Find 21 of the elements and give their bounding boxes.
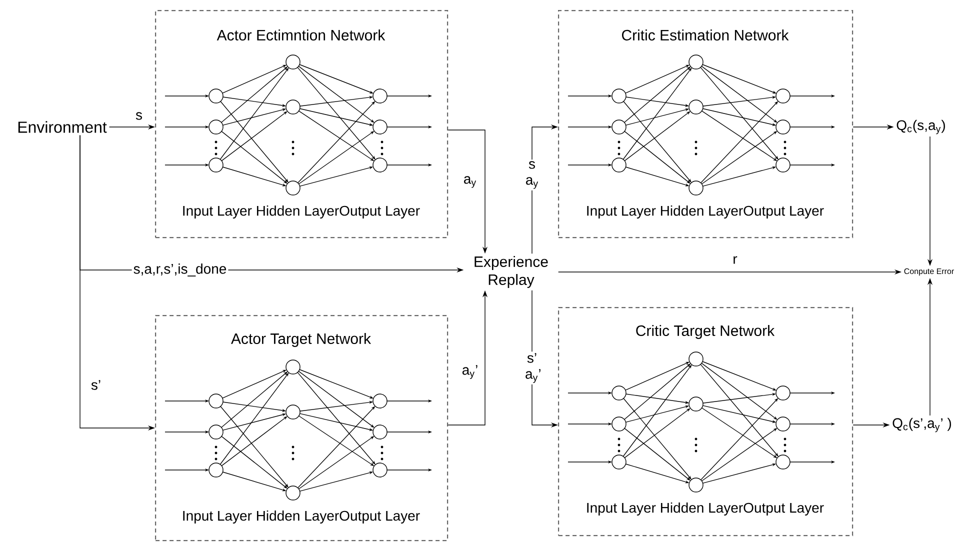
edge-label: s	[134, 110, 144, 122]
output-label: Q$_{c}$(s,a$_{y}$)	[896, 120, 945, 134]
edge-label: a$_{y}$’	[460, 364, 480, 380]
network-title: Critic Estimation Network	[622, 30, 789, 40]
process-label: Experience Replay	[474, 256, 548, 288]
network-title: Critic Target Network	[636, 325, 775, 339]
system-label: Environment	[18, 121, 107, 133]
output-label: Q$_{c}$(s’,a$_{y}$’ )	[892, 418, 952, 432]
layer-labels: Input Layer Hidden LayerOutput Layer	[183, 510, 420, 524]
edge-label: r	[731, 254, 739, 266]
layer-labels: Input Layer Hidden LayerOutput Layer	[183, 205, 420, 219]
edge-label: a$_{y}$	[462, 174, 478, 190]
edge-label: s,a,r,s’,is_done	[132, 262, 228, 278]
network-title: Actor Target Network	[231, 333, 372, 347]
network-title: Actor Ectimntion Network	[216, 30, 386, 40]
edge-label: s’ a$_{y}$’	[524, 352, 540, 384]
layer-labels: Input Layer Hidden LayerOutput Layer	[587, 502, 824, 516]
process-label: Conpute Error	[904, 268, 954, 276]
layer-labels: Input Layer Hidden LayerOutput Layer	[587, 205, 824, 219]
edge-label: s’	[89, 378, 103, 392]
edge-label: s a$_{y}$	[524, 160, 540, 190]
